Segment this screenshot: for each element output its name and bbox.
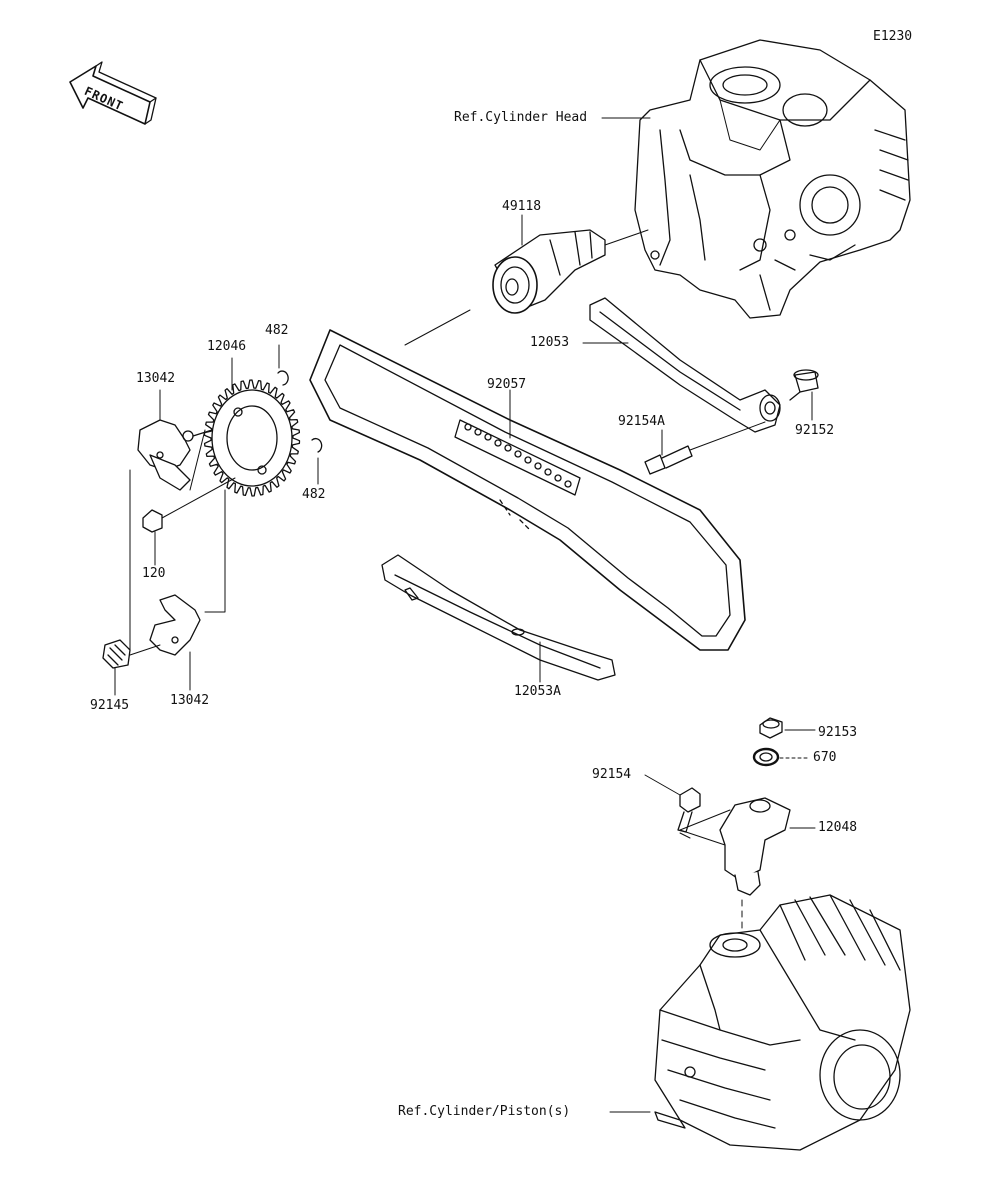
part-49118: 49118 bbox=[502, 199, 542, 214]
tensioner-12048-drawing bbox=[679, 797, 791, 941]
part-13042-bottom: 13042 bbox=[170, 693, 210, 708]
part-13042-top: 13042 bbox=[136, 371, 176, 386]
decomp-weight-bottom-drawing bbox=[149, 489, 226, 656]
diagram-code: E1230 bbox=[873, 29, 913, 44]
cam-chain-drawing bbox=[309, 309, 746, 651]
part-120: 120 bbox=[142, 566, 166, 581]
collar-92152-drawing bbox=[789, 369, 819, 401]
part-92154a: 92154A bbox=[618, 414, 665, 429]
part-92145: 92145 bbox=[90, 698, 130, 713]
part-92154: 92154 bbox=[592, 767, 632, 782]
front-arrow-icon bbox=[69, 61, 157, 125]
decomp-weight-top-drawing bbox=[137, 419, 213, 491]
leader-92154 bbox=[644, 774, 681, 796]
chain-guide-upper-drawing bbox=[589, 297, 781, 433]
part-92152: 92152 bbox=[795, 423, 835, 438]
chain-guide-lower-drawing bbox=[381, 554, 616, 681]
bolt-120-drawing bbox=[142, 477, 236, 533]
part-12053: 12053 bbox=[530, 335, 570, 350]
part-482-top: 482 bbox=[265, 323, 289, 338]
nut-92153-drawing bbox=[759, 717, 783, 739]
part-670: 670 bbox=[813, 750, 837, 765]
spring-92145-drawing bbox=[102, 639, 161, 669]
bolt-92154a-drawing bbox=[644, 421, 766, 475]
part-482-bottom: 482 bbox=[302, 487, 326, 502]
part-92057: 92057 bbox=[487, 377, 527, 392]
part-12046: 12046 bbox=[207, 339, 247, 354]
part-12048: 12048 bbox=[818, 820, 858, 835]
part-12053a: 12053A bbox=[514, 684, 561, 699]
part-92153: 92153 bbox=[818, 725, 858, 740]
washer-670-drawing bbox=[752, 747, 780, 767]
camshaft-drawing bbox=[492, 229, 649, 314]
ref-cylinder-head: Ref.Cylinder Head bbox=[454, 110, 588, 125]
cylinder-head-drawing bbox=[634, 39, 911, 319]
cam-sprocket-drawing bbox=[203, 379, 301, 497]
cylinder-piston-drawing bbox=[654, 894, 911, 1151]
circlip-482-top-drawing bbox=[277, 370, 289, 386]
circlip-482-bottom-drawing bbox=[311, 437, 323, 453]
ref-cylinder-piston: Ref.Cylinder/Piston(s) bbox=[398, 1104, 571, 1119]
